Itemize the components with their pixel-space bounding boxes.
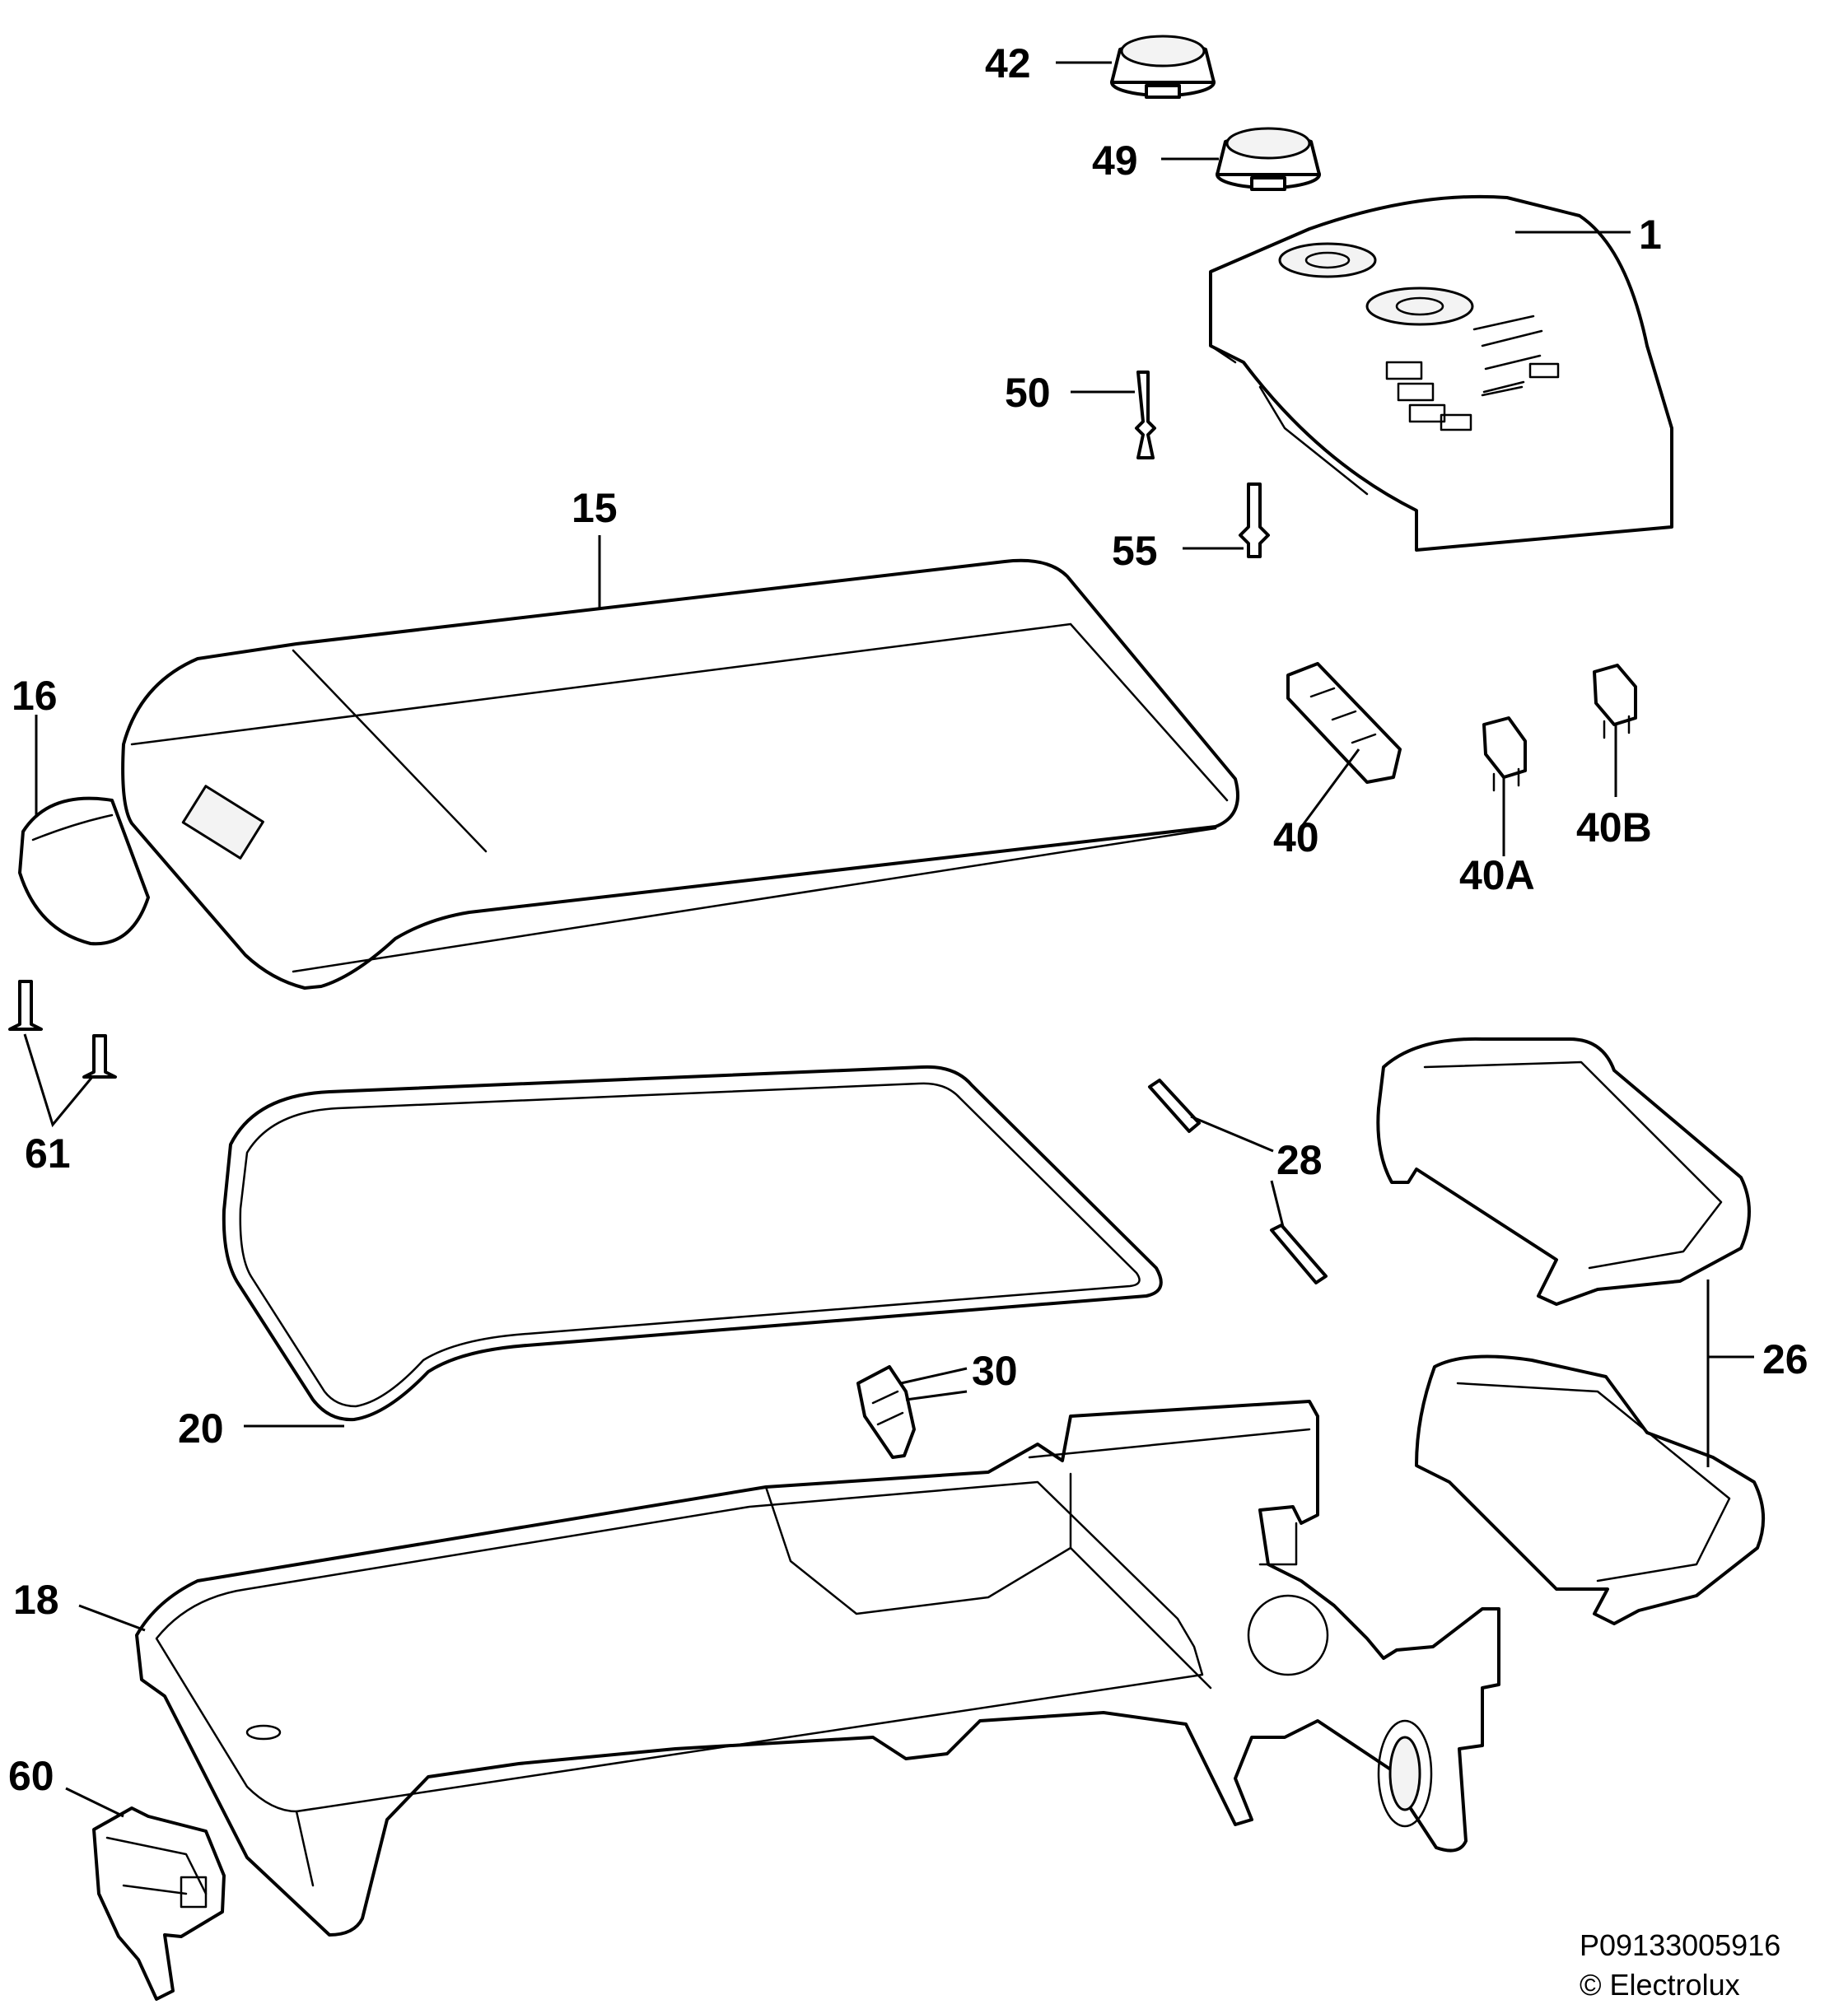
part-40b-button	[1593, 664, 1637, 739]
part-49-knob	[1216, 127, 1321, 191]
part-16-end-cap	[18, 796, 150, 946]
part-30-clip	[856, 1365, 916, 1459]
part-42-knob	[1110, 35, 1216, 99]
part-18-top-frame	[135, 1400, 1500, 1937]
part-26-hinge-cover	[1376, 1037, 1766, 1625]
leader-30	[900, 1367, 968, 1401]
document-code: P09133005916	[1580, 1928, 1781, 1962]
part-1-control-panel	[1209, 194, 1673, 552]
callout-30: 30	[972, 1348, 1018, 1394]
part-61-screws	[8, 980, 117, 1079]
part-28-hinge-pins	[1148, 1079, 1328, 1284]
callout-26: 26	[1762, 1336, 1808, 1382]
leader-26	[1706, 1280, 1754, 1467]
callout-60: 60	[8, 1753, 54, 1799]
callout-40: 40	[1273, 814, 1319, 860]
part-40-button-strip	[1286, 662, 1402, 784]
callout-18: 18	[13, 1577, 59, 1623]
part-40a-button	[1482, 716, 1527, 792]
copyright-notice: © Electrolux	[1580, 1968, 1740, 2002]
leader-61	[23, 1033, 94, 1128]
callout-40a: 40A	[1459, 852, 1535, 898]
callout-49: 49	[1092, 138, 1138, 184]
callout-55: 55	[1112, 528, 1158, 574]
callout-1: 1	[1639, 212, 1662, 258]
leader-28	[1190, 1115, 1285, 1228]
callout-15: 15	[572, 485, 618, 531]
part-60-latch	[92, 1806, 226, 2001]
callout-16: 16	[12, 673, 58, 719]
part-55-pin	[1239, 482, 1270, 558]
part-50-pin	[1135, 371, 1156, 459]
callout-28: 28	[1276, 1137, 1323, 1183]
callout-42: 42	[985, 40, 1031, 86]
callout-40b: 40B	[1576, 804, 1652, 851]
part-20-gasket	[222, 1065, 1163, 1422]
callout-61: 61	[25, 1130, 71, 1177]
part-15-lid	[121, 558, 1239, 990]
leader-40	[1301, 748, 1360, 826]
callout-50: 50	[1005, 370, 1051, 416]
callout-20: 20	[178, 1405, 224, 1452]
leader-60	[65, 1787, 124, 1818]
leader-18	[78, 1604, 146, 1632]
